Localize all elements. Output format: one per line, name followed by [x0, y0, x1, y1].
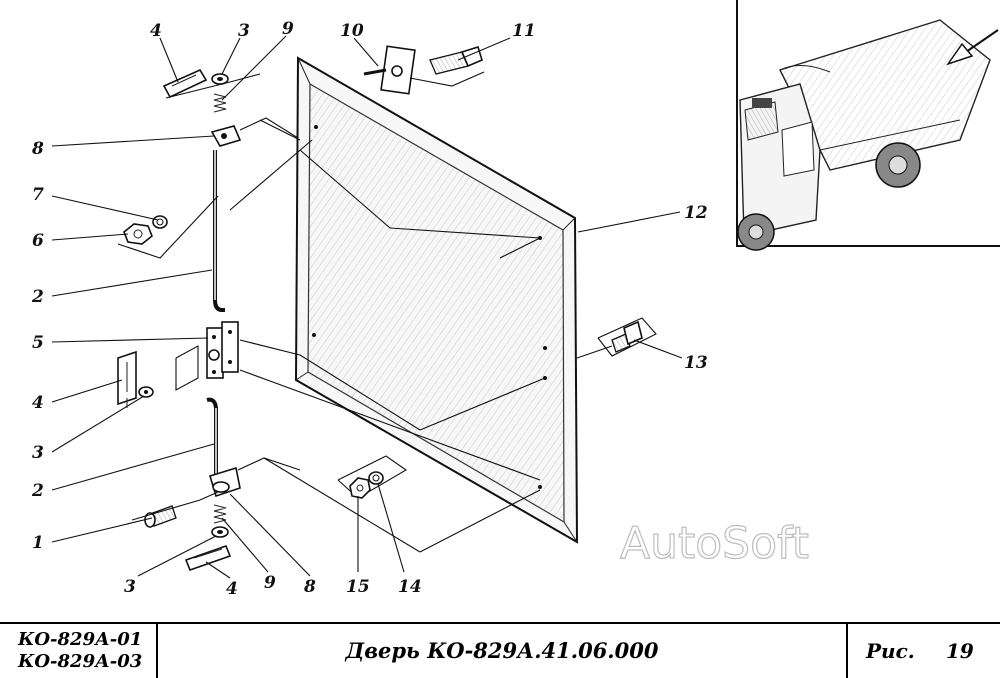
figure-number: 19	[946, 639, 974, 663]
middle-left-parts	[117, 350, 154, 408]
callout-13: 13	[684, 353, 708, 373]
figure-reference: Рис. 19	[848, 624, 1000, 678]
callout-11: 11	[512, 21, 536, 41]
callout-1: 1	[32, 533, 44, 553]
callout-14: 14	[398, 577, 422, 597]
drawing-title: Дверь КО-829А.41.06.000	[158, 624, 848, 678]
callout-2: 2	[31, 287, 44, 307]
callout-6: 6	[32, 231, 44, 251]
callout-8: 8	[31, 139, 44, 159]
figure-label: Рис.	[866, 639, 915, 663]
lower-hinge-parts	[131, 457, 301, 572]
title-block: КО-829А-01 КО-829А-03 Дверь КО-829А.41.0…	[0, 622, 1000, 678]
callout-4: 4	[32, 393, 44, 413]
truck-inset	[736, 0, 1000, 251]
callout-2: 2	[31, 481, 44, 501]
model-numbers: КО-829А-01 КО-829А-03	[0, 624, 158, 678]
callout-3: 3	[32, 443, 44, 463]
middle-hinge	[175, 321, 301, 391]
callout-4: 4	[226, 579, 238, 599]
callout-4: 4	[150, 21, 162, 41]
callout-7: 7	[32, 185, 44, 205]
nut-washer-upper	[117, 195, 219, 259]
door-panel	[294, 56, 579, 544]
callout-leaders	[51, 35, 683, 579]
callout-3: 3	[124, 577, 136, 597]
top-hinge-assembly	[363, 45, 485, 95]
callout-3: 3	[238, 21, 250, 41]
watermark: AutoSoft	[620, 518, 809, 569]
callout-9: 9	[264, 573, 276, 593]
bolt-icon	[144, 505, 177, 528]
callout-9: 9	[282, 19, 294, 39]
callout-10: 10	[340, 21, 364, 41]
model-line-2: КО-829А-03	[18, 651, 143, 672]
upper-hinge-parts	[162, 68, 299, 147]
bolt-13	[576, 317, 657, 359]
truck-icon	[737, 19, 991, 251]
callout-8: 8	[303, 577, 316, 597]
spring-icon	[213, 93, 227, 113]
arrow-icon	[946, 29, 999, 66]
callout-12: 12	[684, 203, 708, 223]
hinge-rod-upper	[213, 150, 225, 312]
nut-washer-lower	[337, 455, 408, 499]
callout-15: 15	[346, 577, 370, 597]
hinge-rod-lower	[206, 397, 218, 480]
callout-5: 5	[32, 333, 44, 353]
spring-icon	[213, 504, 227, 524]
model-line-1: КО-829А-01	[18, 629, 143, 650]
